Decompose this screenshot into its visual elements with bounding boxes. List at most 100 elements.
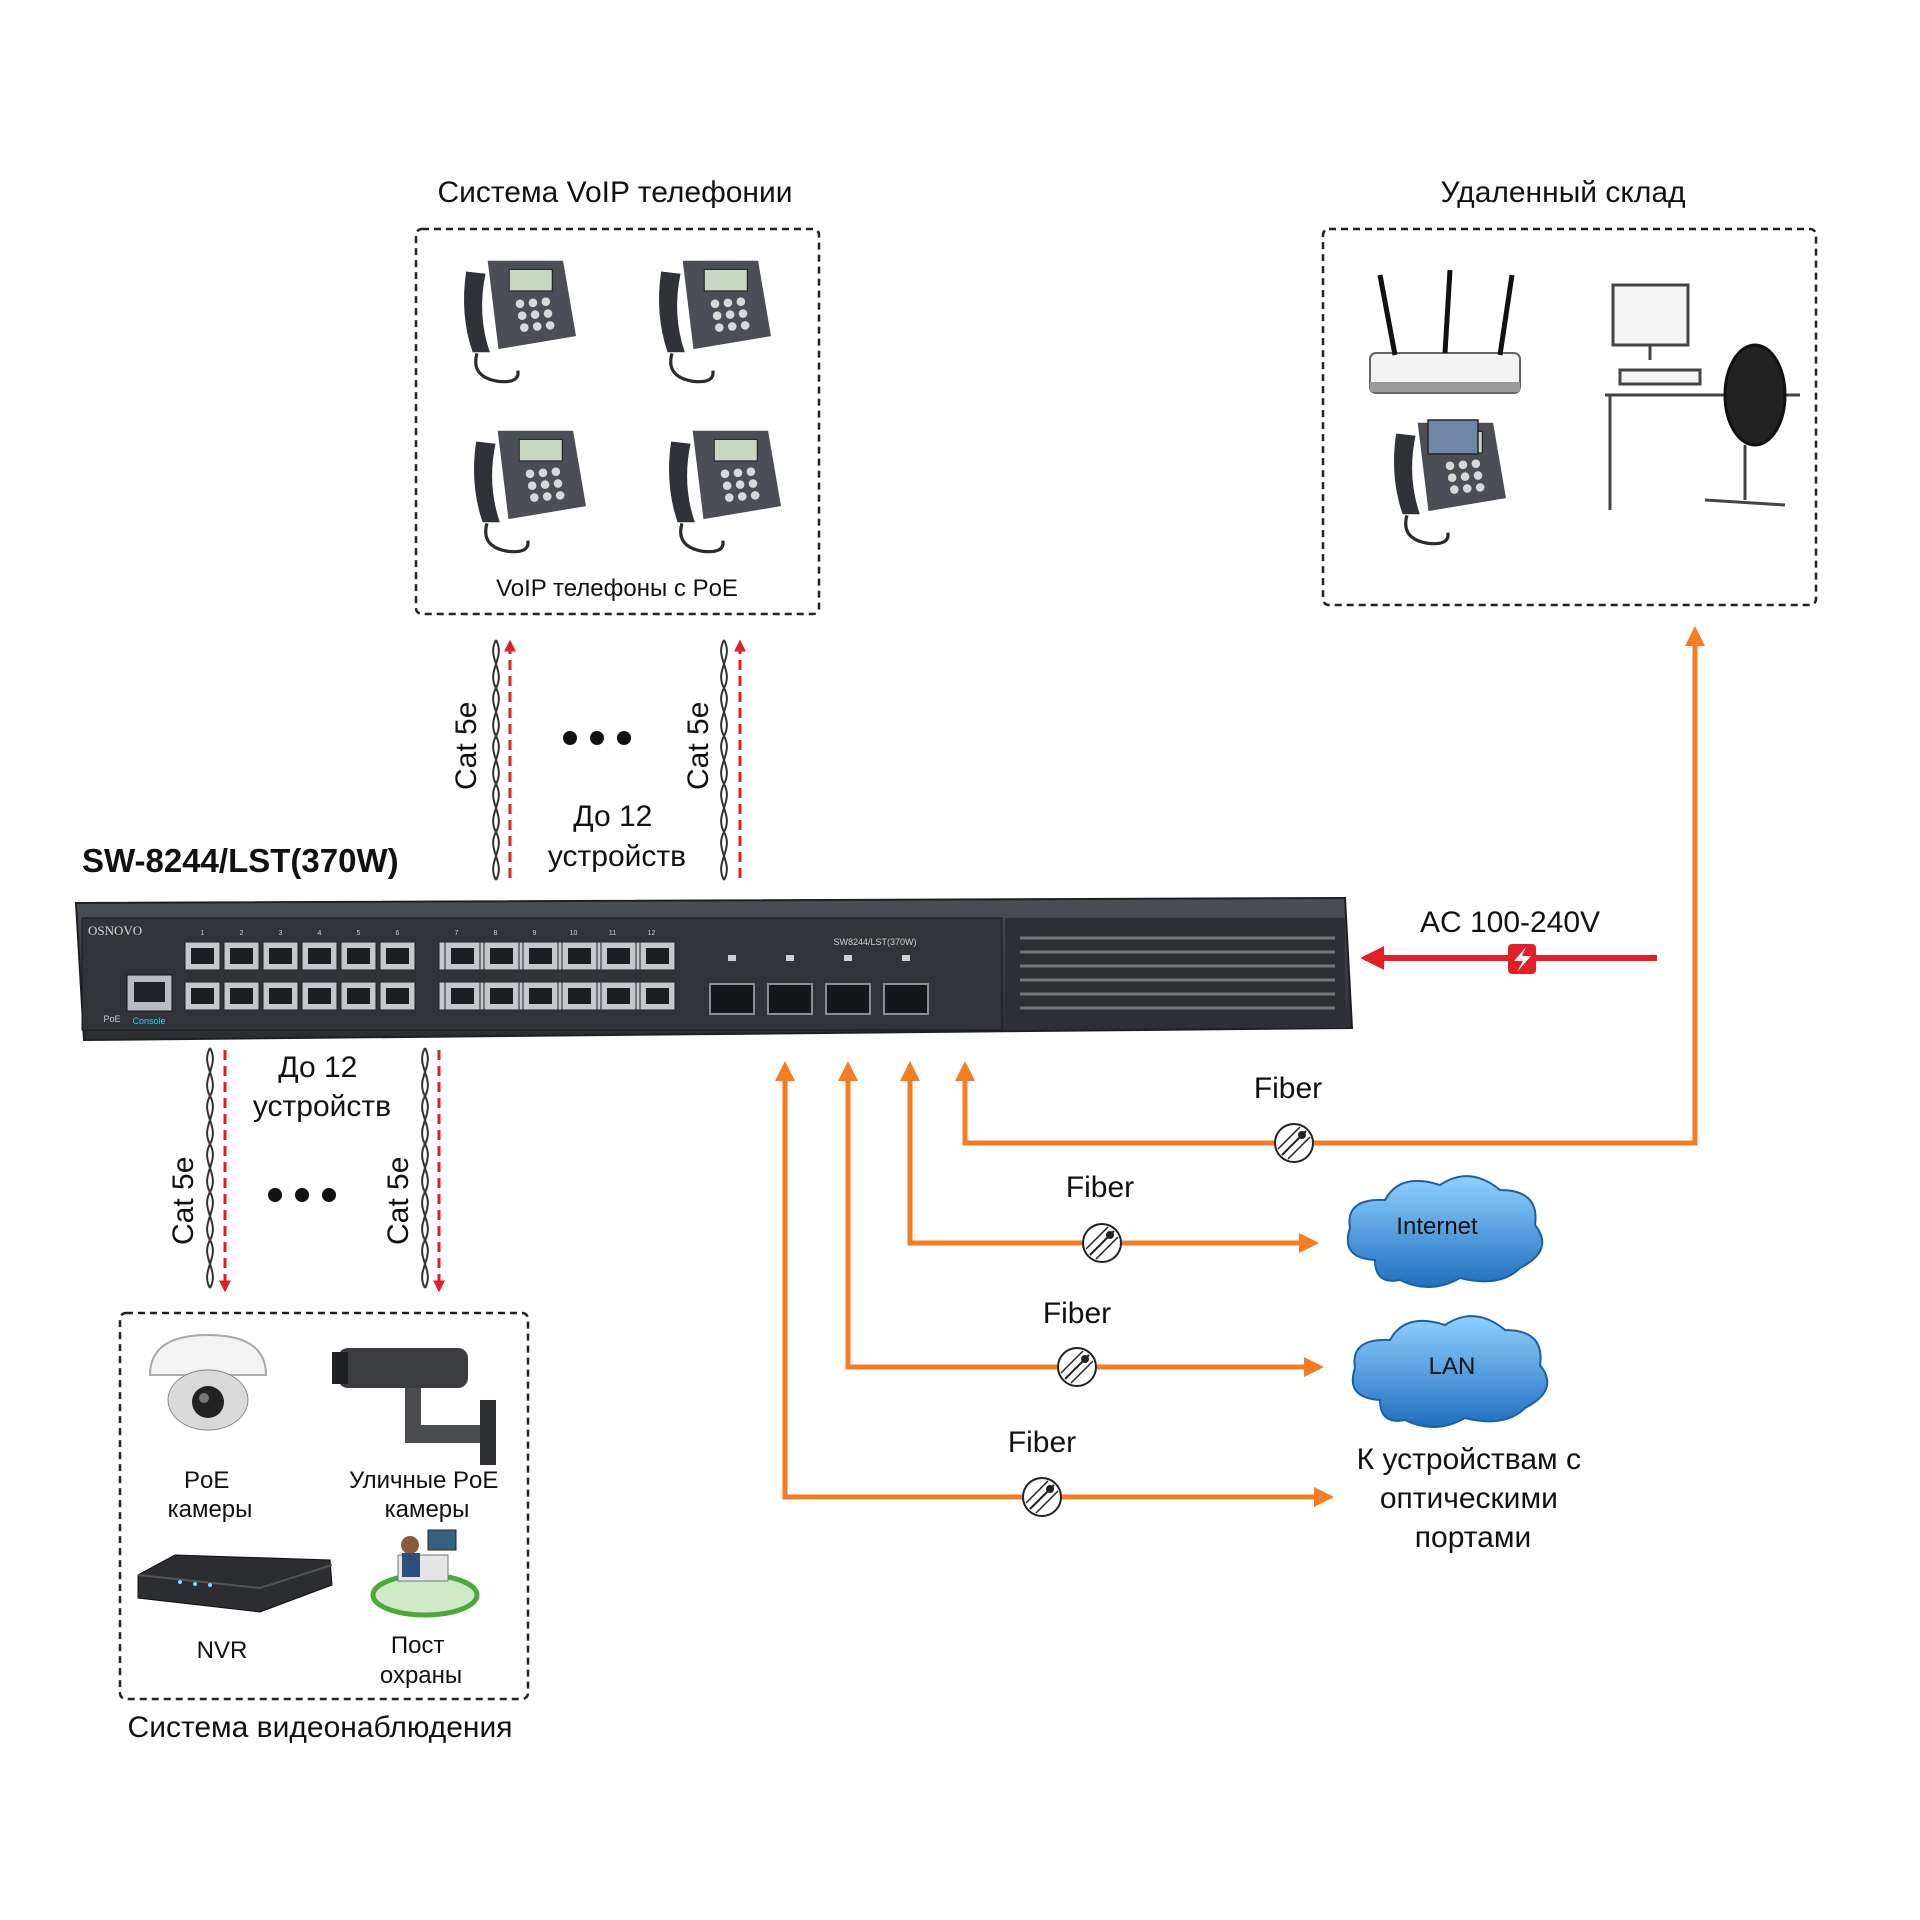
sfp-port [709, 983, 755, 1015]
rj45-port-socket [646, 988, 669, 1004]
ellipsis-top [563, 731, 631, 745]
fiber-connector-icon-1 [1274, 1123, 1314, 1163]
fiber-link-warehouse [955, 626, 1705, 1146]
port-number-label: 11 [609, 930, 616, 937]
voip-caption: VoIP телефоны с PoE [496, 575, 738, 602]
rj45-port-socket [451, 948, 474, 964]
upto-devices-bottom: До 12 устройств [253, 1051, 391, 1123]
fiber-link-lan [838, 1061, 1324, 1377]
guard-post-icon [370, 1529, 480, 1618]
switch-model-title: SW-8244/LST(370W) [82, 842, 399, 879]
optical-line-2: оптическими [1380, 1482, 1558, 1515]
rj45-port [522, 981, 559, 1011]
sfp-port [883, 983, 929, 1015]
rj45-port-socket [451, 988, 474, 1004]
upto-top-line-2: устройств [548, 840, 686, 873]
rj45-port [444, 941, 481, 971]
rj45-port-socket [191, 988, 214, 1004]
rj45-port-socket [386, 948, 409, 964]
upto-devices-top: До 12 устройств [548, 800, 686, 873]
rj45-port-socket [347, 988, 370, 1004]
port-number-label: 9 [533, 930, 537, 937]
video-title: Система видеонаблюдения [128, 1711, 513, 1744]
optical-devices-label: К устройствам с оптическими портами [1357, 1443, 1590, 1554]
rj45-port-socket [568, 988, 591, 1004]
front-model-print: SW8244/LST(370W) [833, 937, 916, 947]
sfp-led [902, 955, 910, 961]
internet-cloud-icon: Internet [1346, 1175, 1544, 1289]
fiber-connector-icon-2 [1082, 1223, 1122, 1263]
cat5e-label-top-right: Cat 5e [682, 702, 715, 790]
poe-camera-line-2: камеры [168, 1496, 253, 1523]
port-number-label: 7 [455, 930, 459, 937]
console-port: Console [126, 974, 173, 1026]
rj45-port-socket [646, 948, 669, 964]
poe-indicator-label: PoE [103, 1014, 120, 1024]
lan-label: LAN [1429, 1353, 1476, 1380]
fiber-link-optical-devices [775, 1061, 1334, 1507]
rj45-port-socket [308, 948, 331, 964]
rj45-port-socket [490, 948, 513, 964]
voip-phone-icon-3 [472, 429, 588, 554]
rj45-port-socket [347, 948, 370, 964]
port-number-label: 1 [201, 930, 205, 937]
rj45-port [561, 941, 598, 971]
console-label: Console [132, 1016, 165, 1026]
rj45-port-socket [607, 988, 630, 1004]
rj45-port-socket [386, 988, 409, 1004]
voip-title: Система VoIP телефонии [437, 176, 792, 209]
ip-video-phone-icon [1392, 419, 1508, 546]
sfp-led [728, 955, 736, 961]
upto-bottom-line-2: устройств [253, 1090, 391, 1123]
bullet-camera-icon [332, 1348, 496, 1465]
internet-label: Internet [1396, 1213, 1478, 1240]
workstation-icon [1605, 283, 1800, 510]
cable-bottom-left [206, 1047, 231, 1293]
rj45-port-socket [529, 948, 552, 964]
guard-post-line-2: охраны [380, 1662, 462, 1689]
voip-phone-icon-4 [667, 429, 783, 554]
fiber-label-3: Fiber [1043, 1297, 1111, 1330]
port-number-label: 6 [396, 930, 400, 937]
fiber-label-4: Fiber [1008, 1426, 1076, 1459]
guard-post-label: Пост охраны [380, 1632, 462, 1689]
rj45-port-socket [269, 948, 292, 964]
cable-top-left [492, 639, 516, 881]
wifi-router-icon [1369, 269, 1521, 394]
sfp-port-group [709, 955, 929, 1015]
voip-phone-icon-2 [657, 259, 773, 384]
ellipsis-bottom [268, 1188, 336, 1202]
rj45-port-socket [230, 988, 253, 1004]
cable-top-right [720, 639, 746, 881]
sfp-port [767, 983, 813, 1015]
poe-camera-label: PoE камеры [168, 1467, 253, 1523]
rj45-port [301, 981, 338, 1011]
rj45-port-socket [191, 948, 214, 964]
port-number-label: 2 [240, 930, 244, 937]
port-number-label: 12 [648, 930, 656, 937]
sfp-led [844, 955, 852, 961]
video-box [118, 1311, 530, 1701]
voip-phone-icon-1 [462, 259, 578, 384]
lightning-icon [1508, 944, 1536, 974]
rj45-port-socket [568, 948, 591, 964]
cable-bottom-right [421, 1047, 445, 1293]
fiber-connector-icon-4 [1022, 1477, 1062, 1517]
lan-cloud-icon: LAN [1351, 1315, 1549, 1429]
street-camera-line-2: камеры [385, 1496, 470, 1523]
optical-line-3: портами [1415, 1521, 1531, 1554]
street-camera-label: Уличные PoE камеры [349, 1467, 505, 1523]
fiber-label-1: Fiber [1254, 1072, 1322, 1105]
fiber-link-internet [900, 1061, 1319, 1253]
poe-camera-line-1: PoE [184, 1467, 229, 1494]
sfp-led [786, 955, 794, 961]
port-number-label: 3 [279, 930, 283, 937]
optical-line-1: К устройствам с [1357, 1443, 1581, 1476]
sfp-port [825, 983, 871, 1015]
street-camera-line-1: Уличные PoE [349, 1467, 498, 1494]
warehouse-box [1321, 227, 1818, 607]
cat5e-label-top-left: Cat 5e [450, 702, 483, 790]
